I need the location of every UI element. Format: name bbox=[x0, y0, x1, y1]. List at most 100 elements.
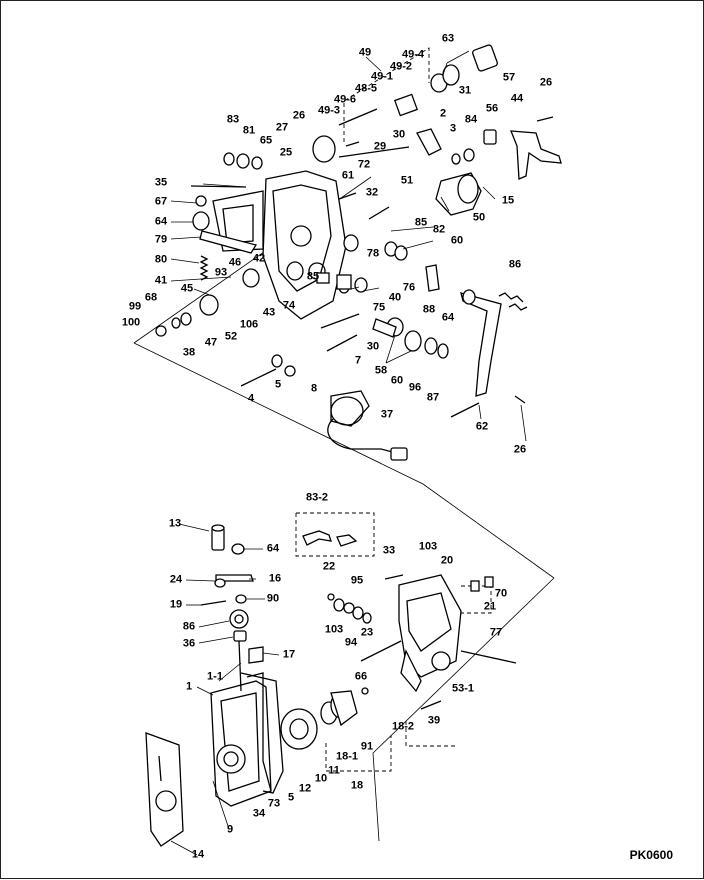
callout-label: 30 bbox=[366, 340, 380, 353]
callout-label: 33 bbox=[382, 544, 396, 557]
callout-label: 88 bbox=[422, 303, 436, 316]
callout-label: 32 bbox=[365, 186, 379, 199]
callout-label: 103 bbox=[418, 540, 438, 553]
callout-label: 36 bbox=[182, 637, 196, 650]
callout-label: 64 bbox=[441, 311, 455, 324]
callout-label: 79 bbox=[154, 233, 168, 246]
callout-label: 49 bbox=[358, 46, 372, 59]
callout-label: 39 bbox=[427, 714, 441, 727]
callout-label: 43 bbox=[262, 306, 276, 319]
callout-label: 93 bbox=[214, 266, 228, 279]
callout-label: 87 bbox=[426, 391, 440, 404]
cam-ring-12 bbox=[280, 708, 318, 750]
callout-label: 49-3 bbox=[317, 104, 341, 117]
callout-label: 58 bbox=[374, 364, 388, 377]
callout-label: 83 bbox=[226, 113, 240, 126]
callout-label: 49-1 bbox=[370, 70, 394, 83]
callout-label: 77 bbox=[489, 626, 503, 639]
callout-label: 19 bbox=[169, 598, 183, 611]
callout-label: 18 bbox=[350, 779, 364, 792]
callout-label: 12 bbox=[298, 782, 312, 795]
callout-label: 99 bbox=[128, 300, 142, 313]
callout-label: 13 bbox=[168, 517, 182, 530]
callout-label: 18-2 bbox=[391, 720, 415, 733]
callout-label: 53-1 bbox=[451, 682, 475, 695]
callout-label: 60 bbox=[450, 234, 464, 247]
bracket-44 bbox=[510, 130, 562, 180]
bracket-83-2 bbox=[302, 530, 358, 547]
solenoid-37 bbox=[327, 390, 408, 461]
callout-label: 49-4 bbox=[401, 48, 425, 61]
callout-label: 45 bbox=[180, 282, 194, 295]
callout-label: 40 bbox=[388, 291, 402, 304]
callout-label: 75 bbox=[372, 301, 386, 314]
callout-label: 96 bbox=[408, 381, 422, 394]
callout-label: 26 bbox=[513, 443, 527, 456]
callout-label: 2 bbox=[439, 107, 447, 120]
callout-label: 94 bbox=[344, 636, 358, 649]
callout-label: 56 bbox=[485, 102, 499, 115]
callout-label: 63 bbox=[441, 32, 455, 45]
callout-label: 41 bbox=[154, 274, 168, 287]
callout-label: 57 bbox=[502, 71, 516, 84]
callout-label: 70 bbox=[494, 587, 508, 600]
callout-label: 90 bbox=[266, 592, 280, 605]
callout-label: 83-2 bbox=[305, 491, 329, 504]
stud-parts bbox=[155, 44, 498, 377]
callout-label: 86 bbox=[508, 258, 522, 271]
callout-label: 66 bbox=[354, 670, 368, 683]
callout-label: 60 bbox=[390, 374, 404, 387]
callout-label: 74 bbox=[282, 299, 296, 312]
callout-label: 85 bbox=[414, 216, 428, 229]
gasket-73 bbox=[240, 672, 284, 794]
callout-label: 49-6 bbox=[333, 93, 357, 106]
callout-label: 38 bbox=[182, 346, 196, 359]
lever-shaft-right bbox=[435, 172, 502, 397]
callout-label: 22 bbox=[322, 560, 336, 573]
callout-label: 68 bbox=[144, 291, 158, 304]
callout-label: 95 bbox=[350, 574, 364, 587]
callout-label: 78 bbox=[366, 247, 380, 260]
callout-label: 16 bbox=[268, 572, 282, 585]
callout-label: 67 bbox=[154, 195, 168, 208]
callout-label: 31 bbox=[458, 84, 472, 97]
small-parts-lower bbox=[327, 576, 494, 695]
callout-label: 100 bbox=[121, 316, 141, 329]
callout-label: 24 bbox=[169, 573, 183, 586]
callout-label: 10 bbox=[314, 772, 328, 785]
callout-label: 91 bbox=[360, 740, 374, 753]
callout-label: 72 bbox=[357, 158, 371, 171]
callout-label: 26 bbox=[292, 109, 306, 122]
callout-label: 18-1 bbox=[335, 750, 359, 763]
callout-label: 4 bbox=[247, 392, 255, 405]
callout-label: 30 bbox=[392, 128, 406, 141]
callout-label: 106 bbox=[239, 318, 259, 331]
callout-label: 46 bbox=[228, 256, 242, 269]
callout-label: 80 bbox=[154, 253, 168, 266]
callout-label: 64 bbox=[154, 215, 168, 228]
callout-label: 1 bbox=[185, 680, 193, 693]
callout-label: 50 bbox=[472, 211, 486, 224]
callout-label: 76 bbox=[402, 281, 416, 294]
callout-label: 1-1 bbox=[207, 670, 223, 683]
callout-label: 35 bbox=[154, 176, 168, 189]
callout-label: 51 bbox=[400, 174, 414, 187]
callout-label: 25 bbox=[279, 146, 293, 159]
callout-label: 29 bbox=[373, 140, 387, 153]
leader-lines bbox=[170, 50, 527, 856]
callout-label: 14 bbox=[191, 848, 205, 861]
callout-label: 73 bbox=[267, 797, 281, 810]
callout-label: 23 bbox=[360, 626, 374, 639]
callout-label: 65 bbox=[259, 134, 273, 147]
callout-label: 64 bbox=[266, 542, 280, 555]
top-cover-parts bbox=[200, 524, 264, 692]
drawing-code: PK0600 bbox=[629, 848, 673, 862]
callout-label: 85 bbox=[306, 270, 320, 283]
callout-label: 17 bbox=[282, 648, 296, 661]
callout-label: 26 bbox=[539, 76, 553, 89]
callout-label: 20 bbox=[440, 554, 454, 567]
governor-lever-block bbox=[360, 574, 517, 710]
shaft-bush bbox=[320, 690, 358, 727]
callout-label: 47 bbox=[204, 336, 218, 349]
